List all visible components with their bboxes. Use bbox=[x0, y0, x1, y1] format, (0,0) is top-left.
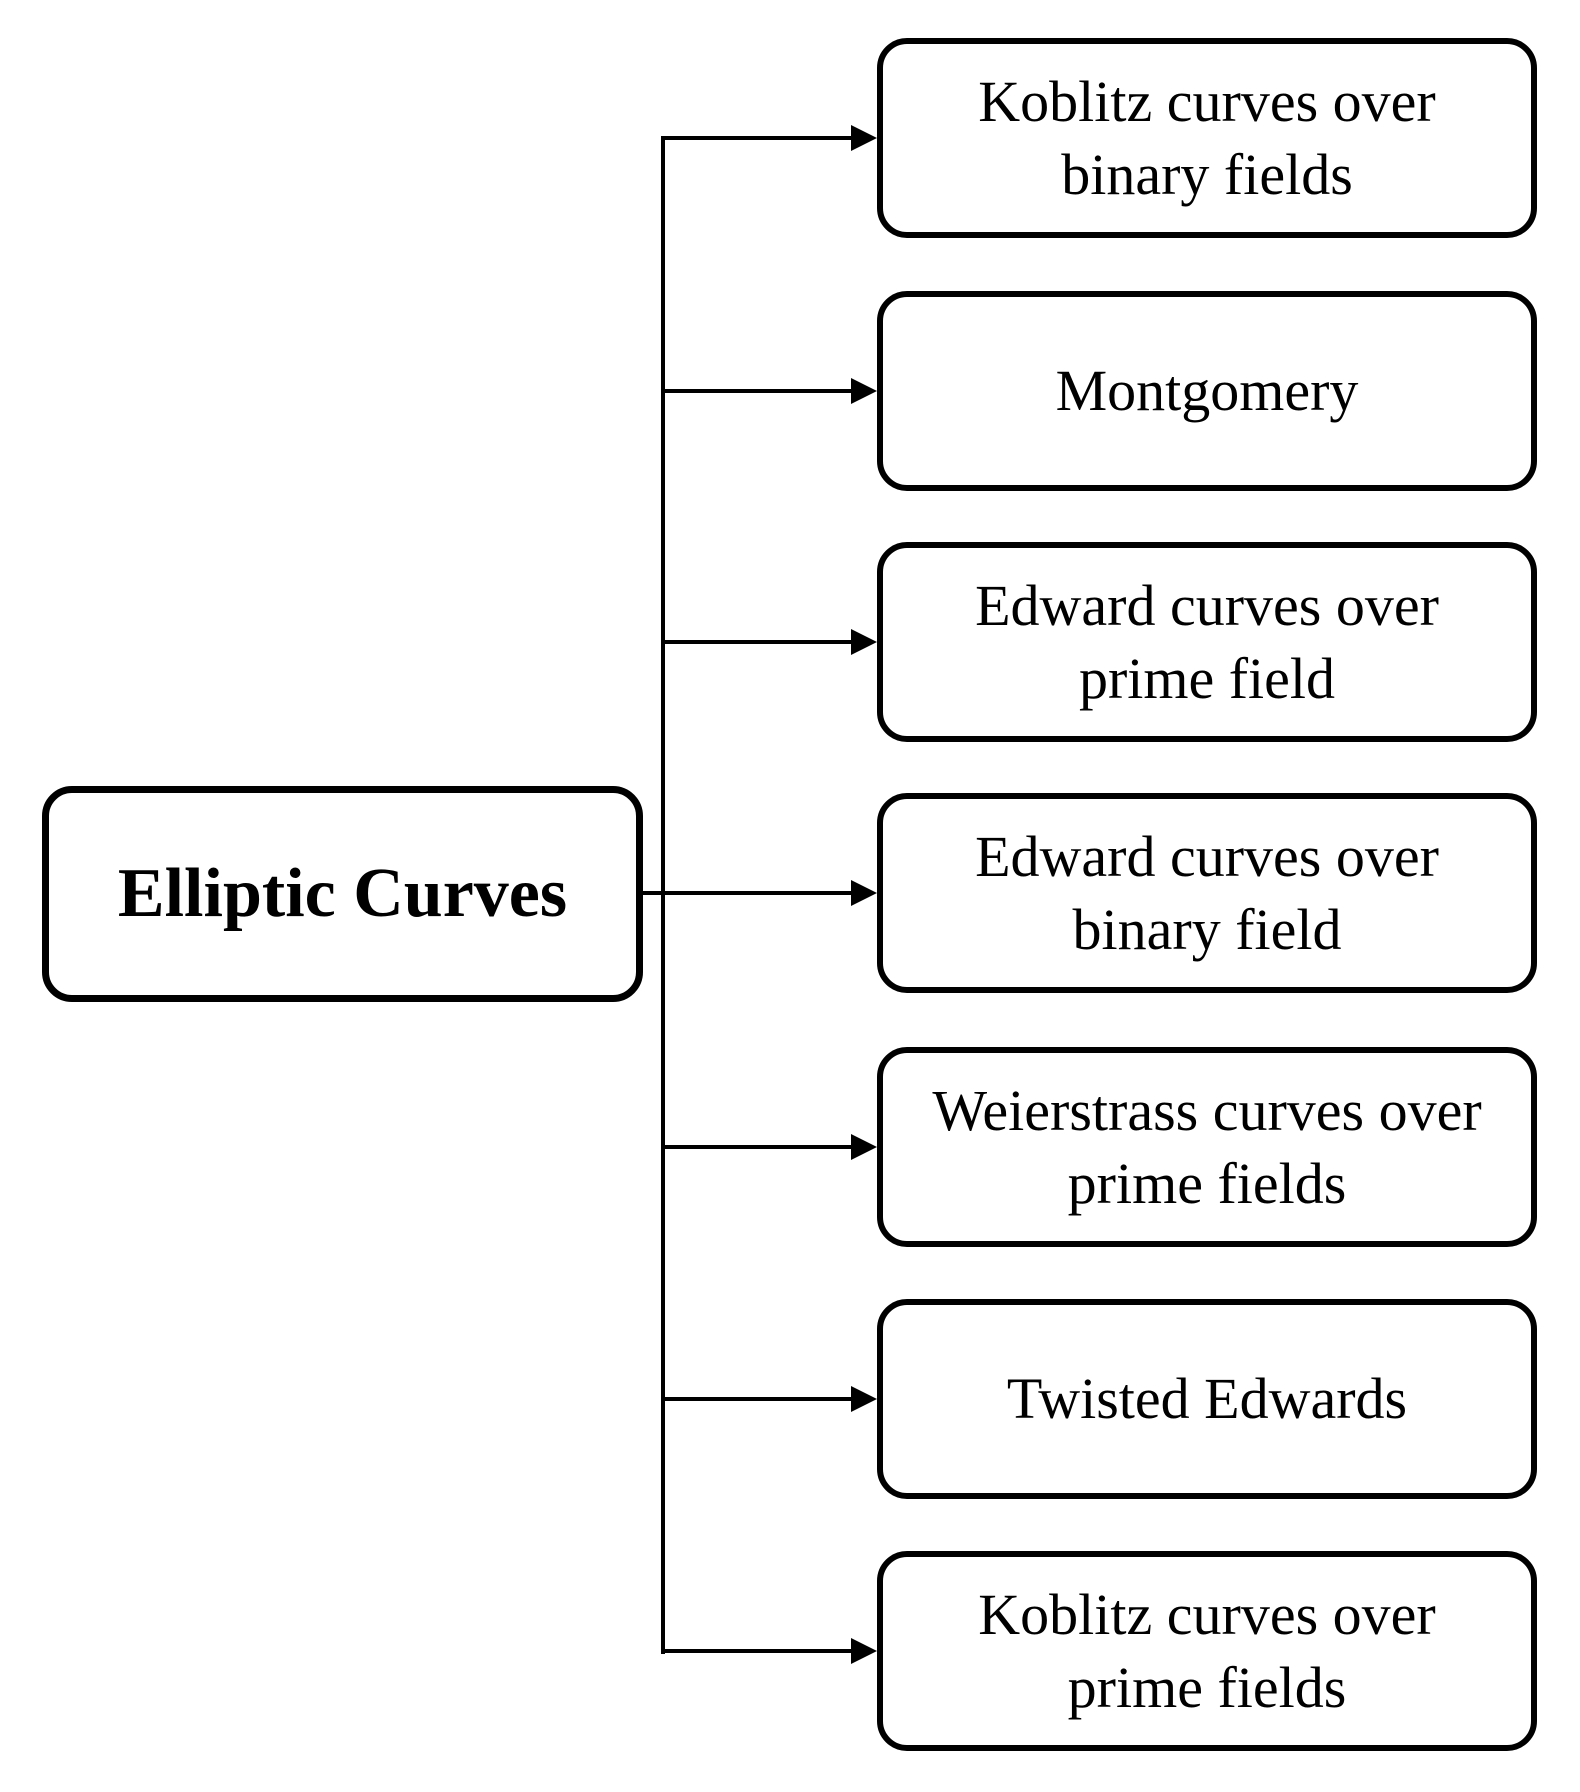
node-elliptic-curves: Elliptic Curves bbox=[42, 786, 643, 1002]
arrowhead-icon bbox=[851, 378, 877, 404]
arrowhead-icon bbox=[851, 1134, 877, 1160]
node-edward-binary-field: Edward curves over binary field bbox=[877, 793, 1537, 993]
trunk-line bbox=[661, 136, 665, 1654]
node-koblitz-prime-fields: Koblitz curves over prime fields bbox=[877, 1551, 1537, 1751]
node-label: Koblitz curves over prime fields bbox=[978, 1581, 1436, 1720]
branch-line bbox=[663, 1145, 853, 1149]
node-weierstrass-prime-fields: Weierstrass curves over prime fields bbox=[877, 1047, 1537, 1247]
node-label: Edward curves over binary field bbox=[975, 823, 1439, 962]
node-edward-prime-field: Edward curves over prime field bbox=[877, 542, 1537, 742]
branch-line bbox=[663, 891, 853, 895]
node-label: Montgomery bbox=[1055, 358, 1359, 424]
branch-arrow-weierstrass-prime bbox=[663, 1134, 877, 1160]
root-connector-line bbox=[641, 891, 663, 895]
arrowhead-icon bbox=[851, 880, 877, 906]
branch-arrow-edward-binary bbox=[663, 880, 877, 906]
branch-line bbox=[663, 640, 853, 644]
branch-arrow-edward-prime bbox=[663, 629, 877, 655]
node-label: Edward curves over prime field bbox=[975, 572, 1439, 711]
node-montgomery: Montgomery bbox=[877, 291, 1537, 491]
branch-arrow-koblitz-binary bbox=[663, 125, 877, 151]
branch-arrow-koblitz-prime bbox=[663, 1638, 877, 1664]
node-twisted-edwards: Twisted Edwards bbox=[877, 1299, 1537, 1499]
node-label: Koblitz curves over binary fields bbox=[978, 68, 1436, 207]
branch-line bbox=[663, 1649, 853, 1653]
branch-line bbox=[663, 136, 853, 140]
node-label: Weierstrass curves over prime fields bbox=[932, 1077, 1482, 1216]
arrowhead-icon bbox=[851, 1386, 877, 1412]
node-label: Elliptic Curves bbox=[117, 855, 568, 932]
node-label: Twisted Edwards bbox=[1006, 1366, 1408, 1432]
branch-arrow-montgomery bbox=[663, 378, 877, 404]
arrowhead-icon bbox=[851, 1638, 877, 1664]
branch-arrow-twisted-edwards bbox=[663, 1386, 877, 1412]
arrowhead-icon bbox=[851, 125, 877, 151]
node-koblitz-binary-fields: Koblitz curves over binary fields bbox=[877, 38, 1537, 238]
branch-line bbox=[663, 389, 853, 393]
arrowhead-icon bbox=[851, 629, 877, 655]
branch-line bbox=[663, 1397, 853, 1401]
